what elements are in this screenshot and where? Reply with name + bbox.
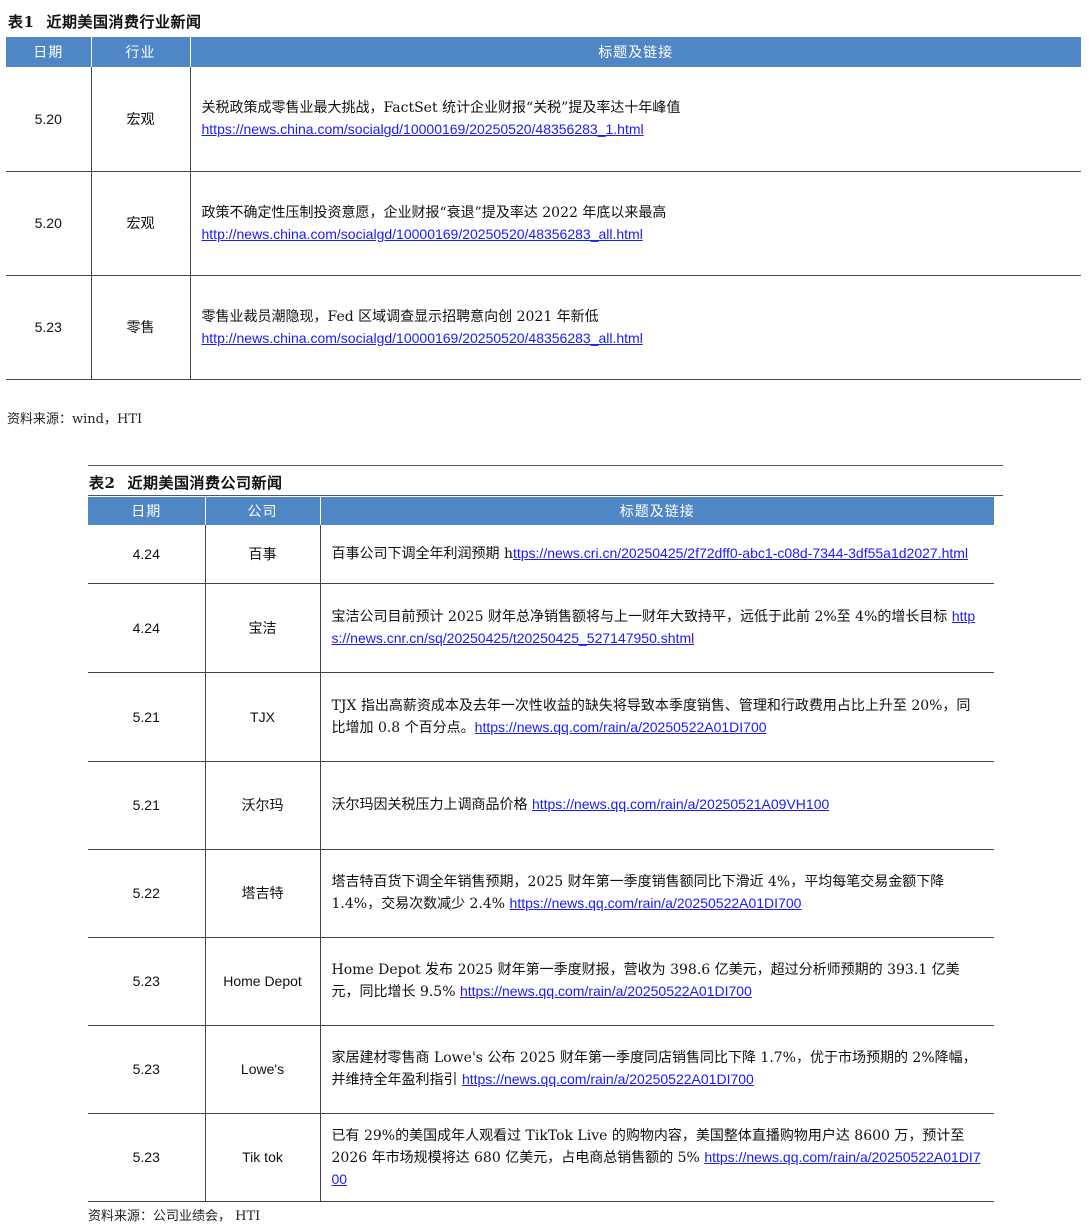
row-title-cell: 百事公司下调全年利润预期 https://news.cri.cn/2025042… — [320, 525, 994, 584]
row-company: 塔吉特 — [205, 849, 321, 938]
row-company: 沃尔玛 — [205, 761, 321, 850]
news-link[interactable]: http://news.china.com/socialgd/10000169/… — [201, 329, 643, 346]
table-row: 5.23 Lowe's 家居建材零售商 Lowe's 公布 2025 财年第一季… — [88, 1025, 994, 1114]
row-title-cell: 关税政策成零售业最大挑战，FactSet 统计企业财报“关税”提及率达十年峰值 … — [190, 67, 1081, 172]
row-title-cell: 塔吉特百货下调全年销售预期，2025 财年第一季度销售额同比下滑近 4%，平均每… — [320, 849, 994, 938]
news-link[interactable]: https://news.cnr.cn/sq/20250425/t2025042… — [331, 608, 976, 646]
header-date: 日期 — [88, 497, 205, 525]
news-link[interactable]: http://news.china.com/socialgd/10000169/… — [201, 225, 643, 242]
table-row: 5.23 零售 零售业裁员潮隐现，Fed 区域调查显示招聘意向创 2021 年新… — [6, 275, 1081, 380]
row-date: 5.22 — [88, 849, 206, 938]
row-date: 5.23 — [88, 937, 206, 1026]
table-row: 5.20 宏观 政策不确定性压制投资意愿，企业财报“衰退”提及率达 2022 年… — [6, 171, 1081, 276]
row-title-cell: 政策不确定性压制投资意愿，企业财报“衰退”提及率达 2022 年底以来最高 ht… — [190, 171, 1081, 276]
table2-source-note: 资料来源：公司业绩会， HTI — [88, 1209, 261, 1224]
table-row: 5.23 Home Depot Home Depot 发布 2025 财年第一季… — [88, 937, 994, 1026]
row-date: 5.23 — [88, 1025, 206, 1114]
row-date: 5.20 — [6, 171, 92, 276]
news-title: 塔吉特百货下调全年销售预期，2025 财年第一季度销售额同比下滑近 4%，平均每… — [331, 874, 945, 912]
table1-title: 表1 近期美国消费行业新闻 — [8, 11, 201, 32]
table-row: 5.21 TJX TJX 指出高薪资成本及去年一次性收益的缺失将导致本季度销售、… — [88, 672, 994, 762]
header-title-link: 标题及链接 — [189, 37, 1081, 67]
news-title: 关税政策成零售业最大挑战，FactSet 统计企业财报“关税”提及率达十年峰值 — [201, 100, 681, 117]
row-company: Lowe's — [205, 1025, 321, 1114]
header-company: 公司 — [204, 497, 320, 525]
news-title: 政策不确定性压制投资意愿，企业财报“衰退”提及率达 2022 年底以来最高 — [201, 204, 667, 221]
news-link[interactable]: https://news.qq.com/rain/a/20250522A01DI… — [331, 1148, 981, 1187]
industry-news-table: 日期 行业 标题及链接 5.20 宏观 关税政策成零售业最大挑战，FactSet… — [6, 37, 1081, 380]
row-title-cell: 宝洁公司目前预计 2025 财年总净销售额将与上一财年大致持平，远低于此前 2%… — [320, 583, 994, 673]
news-link[interactable]: ttps://news.cri.cn/20250425/2f72dff0-abc… — [512, 544, 969, 561]
table2-title-rule — [88, 495, 1003, 496]
row-title-cell: 家居建材零售商 Lowe's 公布 2025 财年第一季度同店销售同比下降 1.… — [320, 1025, 994, 1114]
table2-title-text: 近期美国消费公司新闻 — [127, 474, 283, 492]
row-date: 5.23 — [6, 275, 92, 380]
news-title: 已有 29%的美国成年人观看过 TikTok Live 的购物内容，美国整体直播… — [331, 1127, 965, 1166]
header-date: 日期 — [6, 37, 91, 67]
row-industry: 宏观 — [91, 171, 191, 276]
table1-source-note: 资料来源：wind，HTI — [7, 412, 143, 427]
news-link[interactable]: https://news.qq.com/rain/a/20250521A09VH… — [531, 796, 830, 812]
row-date: 4.24 — [88, 583, 206, 673]
row-industry: 零售 — [91, 275, 191, 380]
table2-title-number: 表2 — [89, 474, 116, 492]
row-title-cell: Home Depot 发布 2025 财年第一季度财报，营收为 398.6 亿美… — [320, 937, 994, 1026]
news-link[interactable]: https://news.qq.com/rain/a/20250522A01DI… — [509, 895, 802, 911]
row-date: 5.20 — [6, 67, 92, 172]
table-row: 5.23 Tik tok 已有 29%的美国成年人观看过 TikTok Live… — [88, 1113, 994, 1202]
news-title: 宝洁公司目前预计 2025 财年总净销售额将与上一财年大致持平，远低于此前 2%… — [331, 609, 952, 625]
news-link[interactable]: https://news.qq.com/rain/a/20250522A01DI… — [459, 983, 752, 999]
news-link[interactable]: https://news.china.com/socialgd/10000169… — [201, 121, 644, 138]
header-title-link: 标题及链接 — [319, 497, 994, 525]
row-date: 5.21 — [88, 761, 206, 850]
row-company: 宝洁 — [205, 583, 321, 673]
news-title: 百事公司下调全年利润预期 h — [331, 545, 513, 562]
row-title-cell: 零售业裁员潮隐现，Fed 区域调查显示招聘意向创 2021 年新低 http:/… — [190, 275, 1081, 380]
table-header-row: 日期 公司 标题及链接 — [88, 497, 994, 525]
row-company: 百事 — [205, 525, 321, 584]
header-industry: 行业 — [90, 37, 190, 67]
news-title: 家居建材零售商 Lowe's 公布 2025 财年第一季度同店销售同比下降 1.… — [331, 1050, 977, 1088]
row-industry: 宏观 — [91, 67, 191, 172]
news-title: 零售业裁员潮隐现，Fed 区域调查显示招聘意向创 2021 年新低 — [201, 308, 599, 325]
table-row: 5.20 宏观 关税政策成零售业最大挑战，FactSet 统计企业财报“关税”提… — [6, 67, 1081, 172]
row-date: 5.23 — [88, 1113, 206, 1202]
row-date: 4.24 — [88, 525, 206, 584]
news-link[interactable]: https://news.qq.com/rain/a/20250522A01DI… — [461, 1071, 754, 1087]
row-title-cell: TJX 指出高薪资成本及去年一次性收益的缺失将导致本季度销售、管理和行政费用占比… — [320, 672, 994, 762]
row-date: 5.21 — [88, 672, 206, 762]
news-title: Home Depot 发布 2025 财年第一季度财报，营收为 398.6 亿美… — [331, 962, 960, 1000]
table-row: 5.21 沃尔玛 沃尔玛因关税压力上调商品价格 https://news.qq.… — [88, 761, 994, 850]
table-row: 5.22 塔吉特 塔吉特百货下调全年销售预期，2025 财年第一季度销售额同比下… — [88, 849, 994, 938]
table1-title-text: 近期美国消费行业新闻 — [46, 13, 202, 31]
table-row: 4.24 宝洁 宝洁公司目前预计 2025 财年总净销售额将与上一财年大致持平，… — [88, 583, 994, 673]
row-title-cell: 已有 29%的美国成年人观看过 TikTok Live 的购物内容，美国整体直播… — [320, 1113, 994, 1202]
news-title: 沃尔玛因关税压力上调商品价格 — [331, 797, 532, 813]
row-company: Home Depot — [205, 937, 321, 1026]
row-company: TJX — [205, 672, 321, 762]
row-company: Tik tok — [205, 1113, 321, 1202]
news-title: TJX 指出高薪资成本及去年一次性收益的缺失将导致本季度销售、管理和行政费用占比… — [331, 697, 971, 736]
company-news-table: 日期 公司 标题及链接 4.24 百事 百事公司下调全年利润预期 https:/… — [88, 497, 994, 1202]
table-row: 4.24 百事 百事公司下调全年利润预期 https://news.cri.cn… — [88, 525, 994, 584]
table-header-row: 日期 行业 标题及链接 — [6, 37, 1081, 67]
news-link[interactable]: https://news.qq.com/rain/a/20250522A01DI… — [474, 718, 767, 735]
table1-title-number: 表1 — [8, 13, 35, 31]
table2-top-rule — [88, 465, 1003, 466]
row-title-cell: 沃尔玛因关税压力上调商品价格 https://news.qq.com/rain/… — [320, 761, 994, 850]
table2-title: 表2 近期美国消费公司新闻 — [89, 472, 282, 493]
